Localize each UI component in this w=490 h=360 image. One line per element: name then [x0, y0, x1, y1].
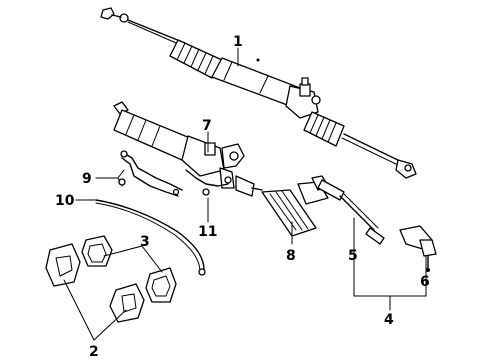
brackets [45, 243, 145, 323]
callout-4: 4 [384, 312, 394, 328]
outer-tie-rod-end [399, 225, 437, 272]
callout-5: 5 [348, 248, 358, 264]
callout-labels: 1 2 3 4 5 6 7 8 9 10 11 [55, 34, 430, 360]
callout-6: 6 [420, 274, 430, 290]
callout-11: 11 [198, 224, 217, 240]
callout-8: 8 [286, 248, 296, 264]
callout-1: 1 [233, 34, 243, 50]
stabilizer-bar [95, 199, 206, 276]
feed-line [185, 169, 229, 196]
callout-2: 2 [89, 344, 99, 360]
rack-and-pinion-assembly [100, 7, 417, 179]
leader-lines [63, 47, 427, 341]
rack-housing [113, 101, 263, 197]
callout-7: 7 [202, 118, 212, 134]
pressure-lines [117, 150, 183, 197]
callout-9: 9 [82, 171, 92, 187]
callout-10: 10 [55, 193, 75, 209]
callout-3: 3 [140, 234, 150, 250]
bushings [81, 235, 177, 303]
inner-tie-rod [311, 175, 385, 245]
